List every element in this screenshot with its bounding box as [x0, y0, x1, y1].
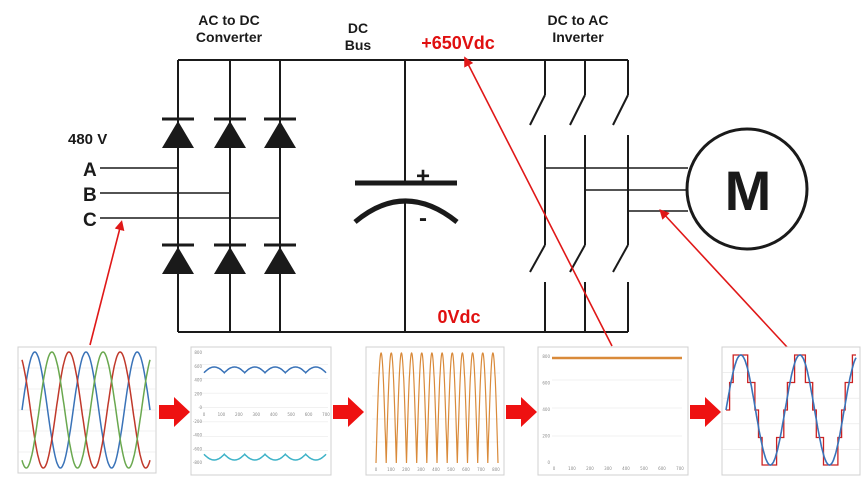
pwm-output-wave	[726, 354, 856, 466]
converter-label-line2: Converter	[196, 29, 263, 45]
flow-arrow-1	[159, 397, 190, 427]
waveform-panel-dense: 0 100 200 300 400 500 600 700 800	[365, 346, 505, 476]
switch-upper-2	[569, 94, 586, 126]
switch-upper-3	[612, 94, 629, 126]
x-tick-label: 300	[604, 466, 612, 471]
diode-upper-c	[264, 117, 296, 148]
x-tick-label: 200	[235, 412, 243, 417]
x-tick-label: 500	[287, 412, 295, 417]
y-tick-label: 600	[542, 381, 550, 386]
panel4-frame	[537, 346, 689, 476]
flow-arrow-2	[333, 397, 364, 427]
waveform-panel-input	[17, 346, 157, 474]
x-tick-label: 600	[305, 412, 313, 417]
capacitor-curved-plate	[353, 198, 459, 224]
phase-c-label: C	[83, 210, 97, 231]
y-tick-label: 400	[194, 378, 202, 383]
motor-label: M	[725, 159, 772, 222]
waveform-panel-output	[721, 346, 861, 476]
dcbus-label-line2: Bus	[345, 37, 372, 53]
dense-fullwave	[375, 352, 499, 464]
inverter-label-line1: DC to AC	[548, 12, 609, 28]
rectified-negative-wave	[203, 453, 327, 461]
x-tick-label: 200	[402, 467, 410, 472]
output-sine-wave	[725, 354, 857, 466]
x-tick-label: 600	[462, 467, 470, 472]
motor-circle	[685, 127, 809, 251]
x-tick-label: 400	[270, 412, 278, 417]
x-tick-label: 100	[568, 466, 576, 471]
x-tick-label: 600	[658, 466, 666, 471]
x-tick-label: 800	[492, 467, 500, 472]
phase-c-wave	[21, 351, 151, 469]
x-tick-label: 400	[622, 466, 630, 471]
x-tick-label: 300	[252, 412, 260, 417]
y-tick-label: 0	[199, 405, 202, 410]
x-tick-label: 500	[447, 467, 455, 472]
voltage-bottom-label: 0Vdc	[437, 307, 480, 327]
inverter-label-line2: Inverter	[552, 29, 604, 45]
panel5-frame	[721, 346, 861, 476]
rectified-positive-wave	[203, 366, 327, 374]
diode-lower-c	[264, 243, 296, 274]
x-tick-label: 700	[676, 466, 684, 471]
x-tick-label: 200	[586, 466, 594, 471]
y-tick-label: 600	[194, 364, 202, 369]
capacitor-plus-sign: +	[416, 163, 430, 190]
dcbus-label-line1: DC	[348, 20, 368, 36]
switch-lower-1	[529, 244, 546, 273]
y-tick-label: -600	[193, 446, 203, 451]
y-tick-label: 200	[194, 391, 202, 396]
diode-upper-a	[162, 117, 194, 148]
x-tick-label: 0	[553, 466, 556, 471]
converter-label-line1: AC to DC	[198, 12, 259, 28]
x-tick-label: 300	[417, 467, 425, 472]
switch-upper-1	[529, 94, 546, 126]
x-tick-label: 500	[640, 466, 648, 471]
x-tick-label: 100	[218, 412, 226, 417]
x-tick-label: 100	[387, 467, 395, 472]
waveform-panel-dc: 800 600 400 200 00 100 200 300 400 500 600 700	[537, 346, 689, 476]
arrow-output-waveform	[659, 209, 788, 348]
phase-a-label: A	[83, 160, 97, 181]
switch-lower-3	[612, 244, 629, 273]
flow-arrow-4	[690, 397, 721, 427]
y-tick-label: 800	[542, 354, 550, 359]
y-tick-label: 200	[542, 434, 550, 439]
x-tick-label: 0	[375, 467, 378, 472]
flow-arrows	[159, 397, 721, 427]
voltage-top-label: +650Vdc	[421, 33, 495, 53]
diode-upper-b	[214, 117, 246, 148]
panel2-frame	[190, 346, 332, 476]
x-tick-label: 0	[203, 412, 206, 417]
phase-b-label: B	[83, 185, 97, 206]
x-tick-label: 700	[477, 467, 485, 472]
rectifier-diodes	[162, 117, 296, 274]
arrow-dc-bus-waveform	[464, 56, 613, 347]
capacitor-minus-sign: -	[419, 205, 427, 232]
y-tick-label: 0	[547, 460, 550, 465]
y-tick-label: -200	[193, 419, 203, 424]
dc-bus-capacitor: + -	[353, 163, 459, 232]
y-tick-label: 400	[542, 407, 550, 412]
diode-lower-b	[214, 243, 246, 274]
diode-lower-a	[162, 243, 194, 274]
y-tick-label: -400	[193, 433, 203, 438]
input-voltage-label: 480 V	[68, 131, 107, 148]
y-tick-label: 800	[194, 350, 202, 355]
arrow-input-waveform	[89, 220, 125, 346]
motor: M	[685, 127, 809, 251]
y-tick-label: -800	[193, 460, 203, 465]
flow-arrow-3	[506, 397, 537, 427]
circuit-wiring	[100, 59, 688, 333]
x-tick-label: 400	[432, 467, 440, 472]
x-tick-label: 700	[322, 412, 330, 417]
